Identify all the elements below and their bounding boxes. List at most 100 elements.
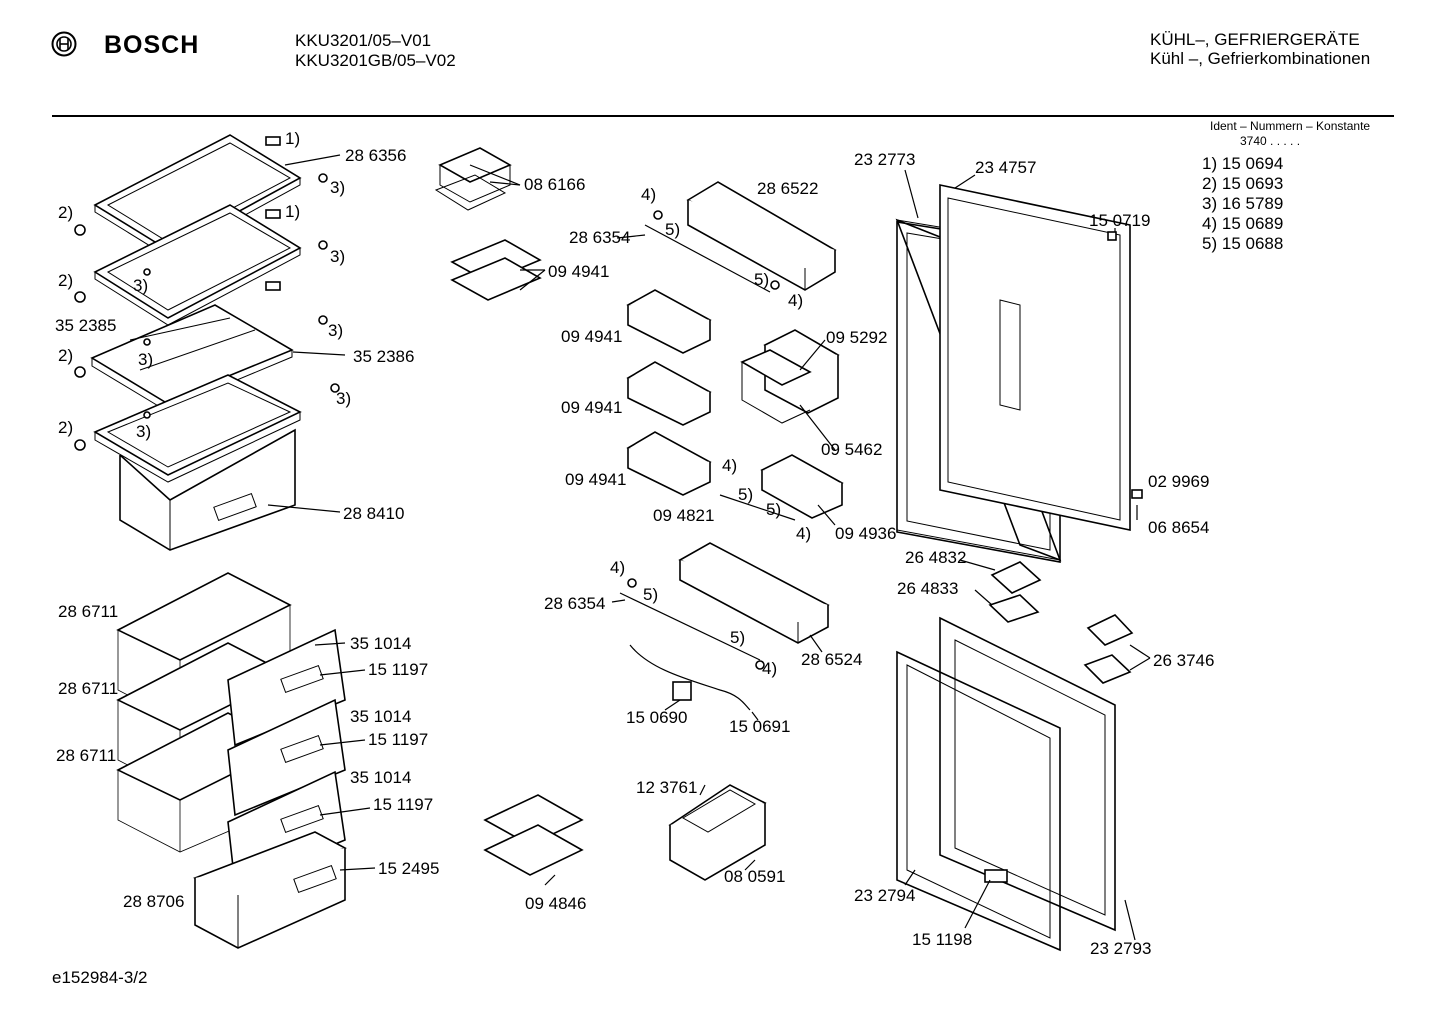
document-code: e152984-3/2 xyxy=(52,968,148,987)
part-number-label: 23 4757 xyxy=(975,158,1037,177)
callout-label: 2) xyxy=(58,418,74,437)
part-number-label: 26 4833 xyxy=(897,579,959,598)
callout-label: 1) xyxy=(285,129,301,148)
ident-heading: Ident – Nummern – Konstante xyxy=(1210,119,1371,133)
part-number-label: 28 6711 xyxy=(56,746,117,765)
callout-label: 5) xyxy=(665,220,681,239)
callout-label: 3) xyxy=(336,389,352,408)
part-number-label: 28 8410 xyxy=(343,504,405,523)
ident-row: 4) 15 0689 xyxy=(1202,214,1283,234)
egg-trays xyxy=(450,239,542,301)
callout-label: 2) xyxy=(58,203,74,222)
part-number-label: 15 1198 xyxy=(912,930,973,949)
part-number-label: 35 1014 xyxy=(350,707,412,726)
part-number-label: 09 4941 xyxy=(561,327,623,346)
cold-packs xyxy=(483,794,584,876)
ident-row: 5) 15 0688 xyxy=(1202,234,1283,254)
hinge-parts xyxy=(988,231,1143,684)
small-door-bins xyxy=(626,289,712,496)
split-glass-shelf xyxy=(90,304,294,411)
callout-label: 4) xyxy=(796,524,812,543)
brand-name: BOSCH xyxy=(104,31,200,59)
bosch-logo-icon xyxy=(51,31,77,57)
part-number-label: 23 2793 xyxy=(1090,939,1152,958)
freezer-door-seal xyxy=(896,650,1061,952)
callout-label: 5) xyxy=(766,500,782,519)
callout-label: 4) xyxy=(762,659,778,678)
part-number-label: 15 1197 xyxy=(368,730,429,749)
ident-row: 2) 15 0693 xyxy=(1202,174,1283,194)
shelf-clips xyxy=(74,136,340,451)
part-number-label: 12 3761 xyxy=(636,778,698,797)
part-number-label: 28 6356 xyxy=(345,146,407,165)
ident-key: 4) xyxy=(1202,214,1218,233)
part-number-label: 09 4941 xyxy=(561,398,623,417)
part-number-label: 28 6354 xyxy=(544,594,606,613)
door-rods xyxy=(619,210,796,711)
bottom-drawer xyxy=(193,831,347,949)
ident-key: 5) xyxy=(1202,234,1218,253)
glass-shelf-bottom xyxy=(93,374,302,483)
part-number-label: 28 6524 xyxy=(801,650,863,669)
header-divider xyxy=(52,115,1394,117)
ident-key: 2) xyxy=(1202,174,1218,193)
part-number-label: 35 2385 xyxy=(55,316,117,335)
part-number-label: 15 1197 xyxy=(373,795,434,814)
fridge-door-panel xyxy=(939,184,1131,531)
ident-value: 16 5789 xyxy=(1221,194,1284,213)
freezer-door-panel xyxy=(939,616,1116,932)
part-number-label: 09 5462 xyxy=(821,440,883,459)
callout-label: 3) xyxy=(133,276,149,295)
title-line-2: Kühl –, Gefrierkombinationen xyxy=(1150,49,1371,68)
callout-label: 4) xyxy=(788,291,804,310)
butter-tray xyxy=(434,147,512,211)
part-number-label: 26 4832 xyxy=(905,548,967,567)
part-number-label: 26 3746 xyxy=(1153,651,1215,670)
ident-value: 15 0689 xyxy=(1221,214,1284,233)
part-number-label: 09 4821 xyxy=(653,506,715,525)
part-number-label: 28 6711 xyxy=(58,679,119,698)
part-number-label: 23 2773 xyxy=(854,150,916,169)
part-number-label: 02 9969 xyxy=(1148,472,1210,491)
model-number-2: KKU3201GB/05–V02 xyxy=(295,51,456,70)
callout-label: 3) xyxy=(330,178,346,197)
part-number-label: 09 4941 xyxy=(548,262,610,281)
callout-label: 1) xyxy=(285,202,301,221)
part-number-label: 28 8706 xyxy=(123,892,185,911)
part-number-label: 09 4846 xyxy=(525,894,587,913)
part-number-label: 28 6711 xyxy=(58,602,119,621)
part-number-label: 15 0690 xyxy=(626,708,688,727)
part-number-label: 15 0691 xyxy=(729,717,791,736)
ident-value: 15 0688 xyxy=(1221,234,1284,253)
part-number-label: 08 0591 xyxy=(724,867,786,886)
ident-value: 15 0693 xyxy=(1221,174,1284,193)
callout-label: 2) xyxy=(58,271,74,290)
part-number-label: 28 6354 xyxy=(569,228,631,247)
callout-label: 5) xyxy=(754,270,770,289)
bottle-holder xyxy=(760,454,844,519)
part-number-label: 06 8654 xyxy=(1148,518,1210,537)
ice-cube-tray xyxy=(668,784,767,881)
flap-bins xyxy=(740,329,840,424)
callout-label: 4) xyxy=(610,558,626,577)
callout-label: 5) xyxy=(643,585,659,604)
title-line-1: KÜHL–, GEFRIERGERÄTE xyxy=(1150,30,1360,49)
part-number-label: 15 1197 xyxy=(368,660,429,679)
callout-label: 3) xyxy=(328,321,344,340)
part-number-label: 15 0719 xyxy=(1089,211,1151,230)
callout-label: 5) xyxy=(730,628,746,647)
part-number-label: 09 5292 xyxy=(826,328,888,347)
callout-label: 5) xyxy=(738,485,754,504)
ident-list: 1) 15 0694 2) 15 0693 3) 16 5789 4) 15 0… xyxy=(1202,154,1283,254)
ident-row: 3) 16 5789 xyxy=(1202,194,1283,214)
part-number-label: 28 6522 xyxy=(757,179,819,198)
model-number-1: KKU3201/05–V01 xyxy=(295,31,432,50)
callout-label: 3) xyxy=(138,350,154,369)
callout-label: 4) xyxy=(641,185,657,204)
ident-constant: 3740 . . . . . xyxy=(1240,134,1301,148)
part-number-label: 09 4936 xyxy=(835,524,897,543)
door-shelf-top xyxy=(686,181,837,291)
part-number-label: 15 2495 xyxy=(378,859,440,878)
ident-value: 15 0694 xyxy=(1221,154,1284,173)
